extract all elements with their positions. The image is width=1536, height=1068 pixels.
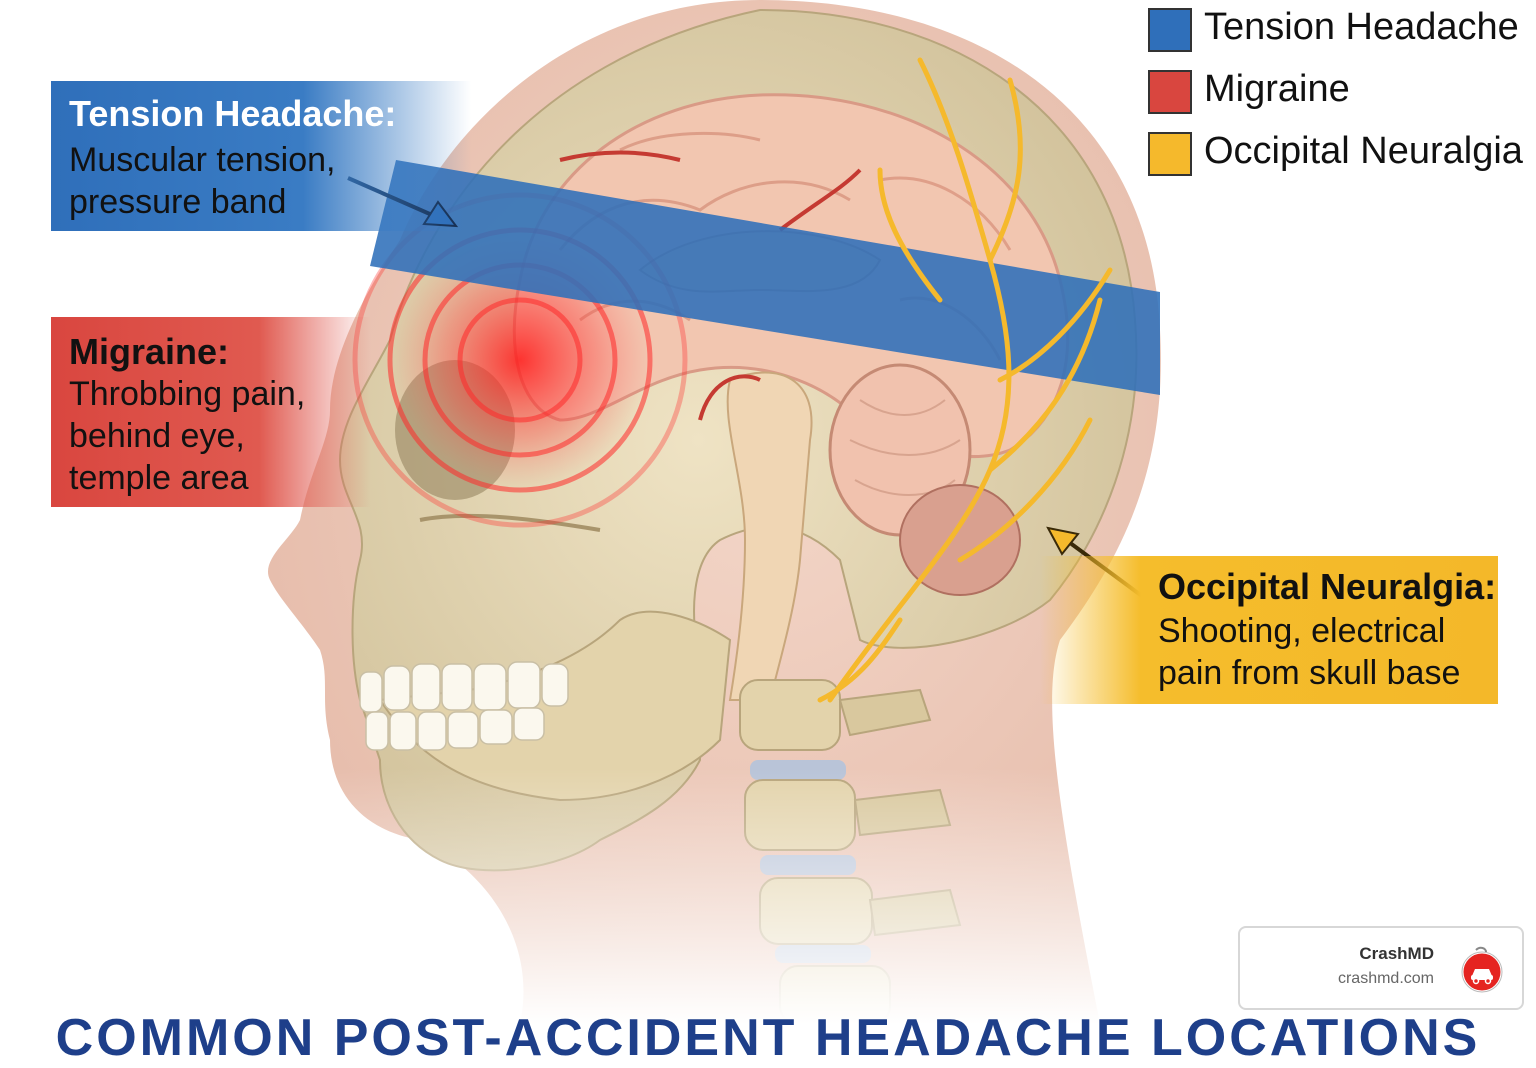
crashmd-logo-icon (1460, 946, 1504, 994)
legend-label: Tension Headache (1204, 6, 1519, 48)
legend-item-migraine: Migraine (1146, 66, 1526, 128)
legend-item-occipital: Occipital Neuralgia (1146, 128, 1526, 190)
callout-title: Migraine: (69, 331, 230, 372)
occipital-neuralgia-callout: Occipital Neuralgia: Shooting, electrica… (1040, 556, 1498, 704)
legend-label: Migraine (1204, 68, 1350, 110)
brand-name: CrashMD (1359, 944, 1434, 963)
brand-url[interactable]: crashmd.com (1337, 970, 1434, 987)
callout-body: Muscular tension, pressure band (69, 141, 336, 221)
legend-item-tension: Tension Headache (1146, 4, 1526, 66)
page-title: COMMON POST-ACCIDENT HEADACHE LOCATIONS (55, 1009, 1481, 1067)
legend-label: Occipital Neuralgia (1204, 130, 1523, 172)
legend: Tension Headache Migraine Occipital Neur… (1146, 4, 1526, 190)
migraine-callout: Migraine: Throbbing pain, behind eye, te… (51, 317, 371, 507)
legend-swatch-migraine (1148, 70, 1192, 114)
callout-body: Shooting, electrical pain from skull bas… (1158, 612, 1461, 692)
brand-badge[interactable]: CrashMD crashmd.com (1238, 926, 1524, 1010)
legend-swatch-occipital (1148, 132, 1192, 176)
callout-body: Throbbing pain, behind eye, temple area (69, 375, 306, 497)
tension-headache-callout: Tension Headache: Muscular tension, pres… (51, 81, 471, 231)
callout-title: Occipital Neuralgia: (1158, 566, 1497, 607)
callout-title: Tension Headache: (69, 93, 397, 134)
legend-swatch-tension (1148, 8, 1192, 52)
